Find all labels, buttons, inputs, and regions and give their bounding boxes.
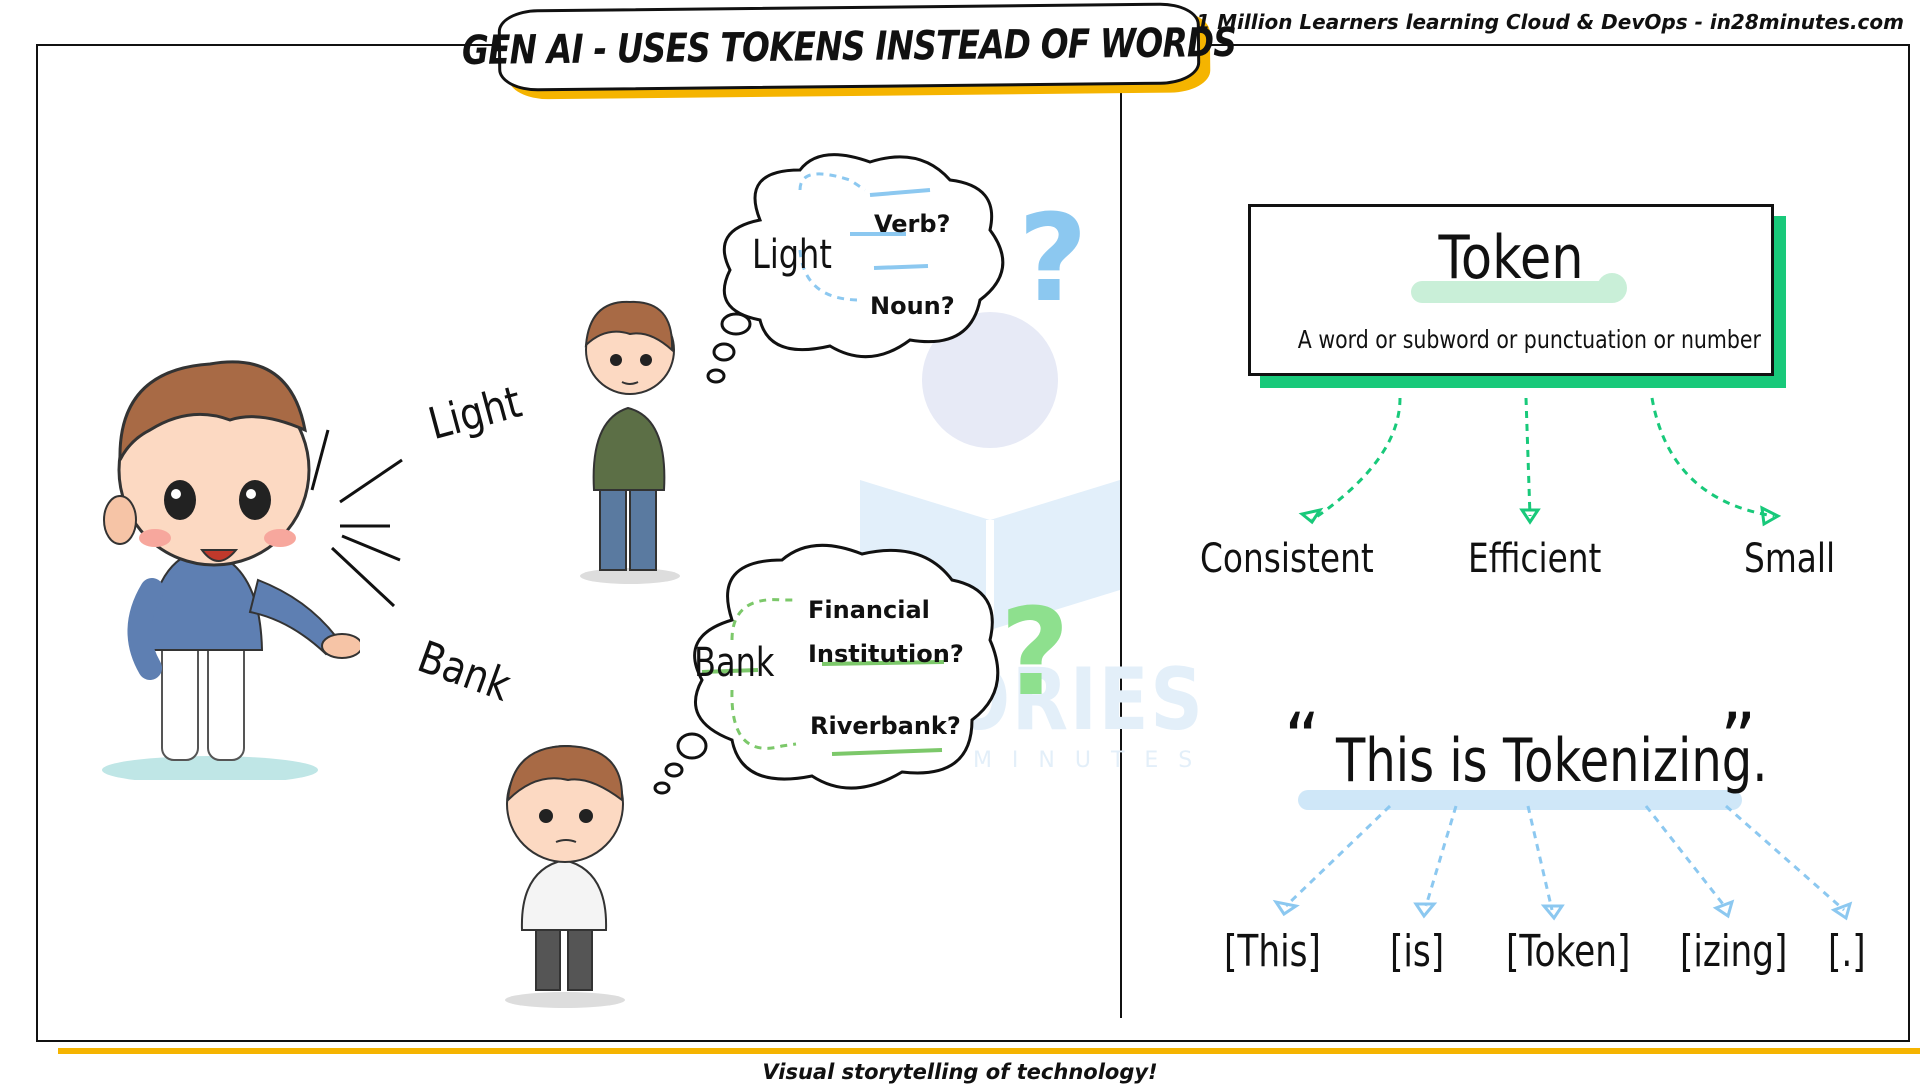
token-highlight (1411, 281, 1621, 303)
property-consistent: Consistent (1200, 536, 1374, 582)
speech-lines (310, 429, 403, 608)
tagline: 1 Million Learners learning Cloud & DevO… (1196, 10, 1904, 34)
thinking-boy-1-illustration (580, 300, 680, 584)
page-title: GEN AI - USES TOKENS INSTEAD OF WORDS (461, 19, 1237, 75)
thought-dots-1 (706, 312, 752, 384)
example-sentence: This is Tokenizing. (1336, 726, 1768, 796)
token-definition-box: Token A word or subword or punctuation o… (1248, 204, 1774, 376)
thought-bubble-bank (693, 543, 1000, 790)
token-highlight-dot (1597, 273, 1627, 303)
token-this: [This] (1224, 926, 1321, 977)
token-period: [.] (1828, 926, 1866, 977)
option-financial-institution: Financial Institution? (808, 596, 964, 668)
quote-open: “ (1284, 698, 1321, 780)
frame-shadow (58, 56, 1920, 1054)
token-izing: [izing] (1680, 926, 1788, 977)
thought-dots-2 (653, 732, 708, 795)
tokenize-arrows (1272, 804, 1853, 921)
option-riverbank: Riverbank? (810, 712, 961, 740)
footer-text: Visual storytelling of technology! (762, 1060, 1158, 1084)
thought-word-light: Light (752, 232, 832, 278)
token-token: [Token] (1506, 926, 1631, 977)
question-mark-blue: ? (1018, 190, 1088, 329)
token-definition: A word or subword or punctuation or numb… (1297, 325, 1761, 354)
panel-divider (1120, 80, 1122, 1018)
option-noun: Noun? (870, 292, 955, 320)
property-efficient: Efficient (1468, 536, 1602, 582)
title-banner: GEN AI - USES TOKENS INSTEAD OF WORDS (462, 2, 1236, 92)
thought-word-bank: Bank (694, 640, 775, 686)
token-title: Token (1438, 223, 1584, 293)
property-arrows (1298, 397, 1782, 527)
speaking-boy-illustration (102, 360, 360, 780)
sentence-highlight (1298, 790, 1742, 810)
thought-bubble-light (722, 153, 1005, 359)
question-mark-green: ? (1000, 584, 1070, 723)
quote-close: ” (1720, 698, 1757, 780)
token-is: [is] (1390, 926, 1445, 977)
thinking-boy-2-illustration (505, 744, 625, 1008)
option-verb: Verb? (874, 210, 951, 238)
property-small: Small (1744, 536, 1836, 582)
